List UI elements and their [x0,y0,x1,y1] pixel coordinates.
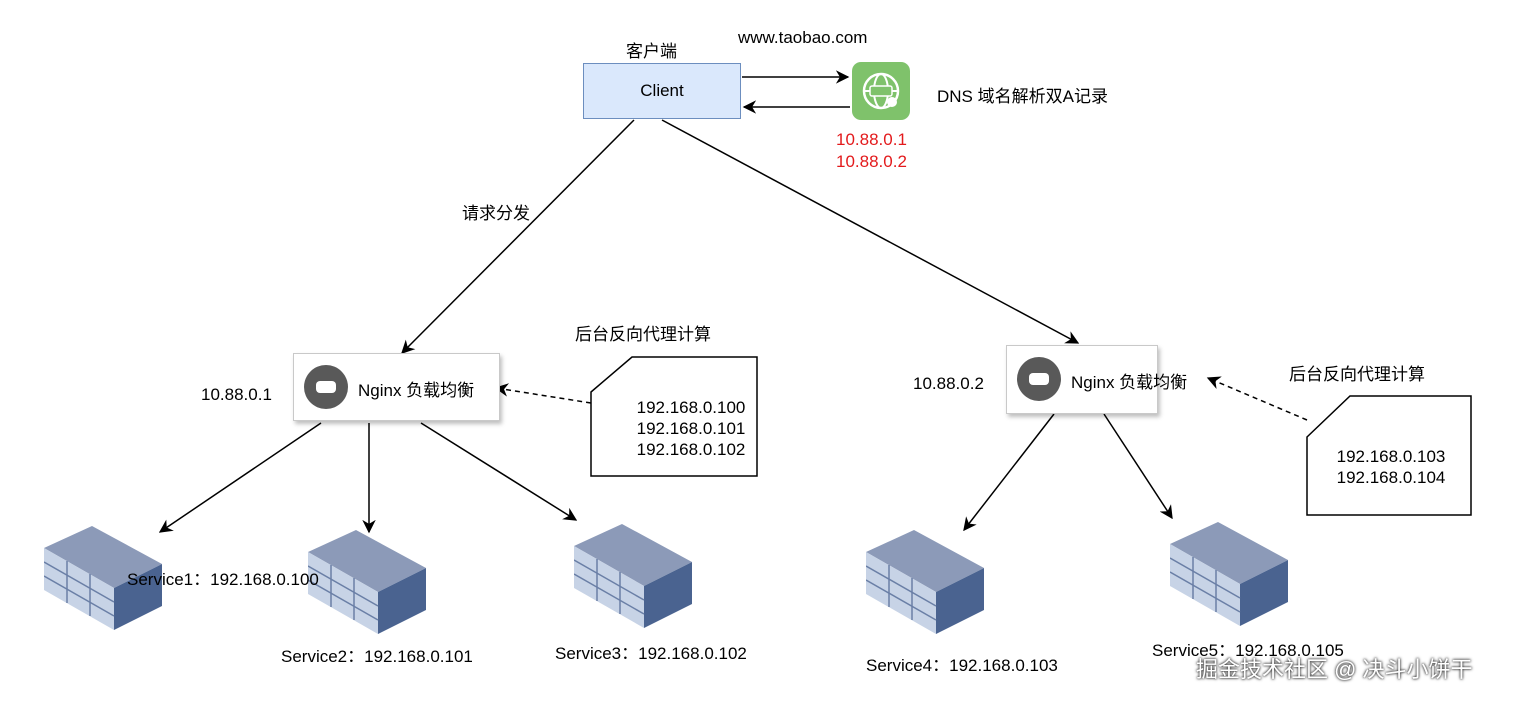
service1-label: Service1：192.168.0.100 [127,570,319,589]
note1-ip: 192.168.0.100 [636,398,746,417]
nginx2-to-service4-arrow [963,413,1055,532]
client-to-nginx2-arrow [661,119,1080,344]
note1-shape [590,356,758,477]
service5-label: Service5：192.168.0.105 [1152,641,1344,660]
client-to-nginx1-arrow [401,119,635,354]
nginx2-to-service5-arrow [1103,413,1173,520]
note1-ip: 192.168.0.101 [636,419,746,438]
note1-dashed-arrow [494,383,592,404]
note1-title: 后台反向代理计算 [575,325,711,344]
nginx1-to-service3-arrow [420,422,578,521]
nginx1-ip: 10.88.0.1 [201,385,272,404]
client-node-label: Client [640,81,684,100]
dns-ip-2: 10.88.0.2 [836,152,907,171]
service4-label: Service4：192.168.0.103 [866,656,1058,675]
client-node[interactable]: Client [583,63,741,119]
nginx2-label: Nginx 负载均衡 [1071,373,1188,392]
dns-globe-icon[interactable] [852,62,910,120]
note1: 192.168.0.100 192.168.0.101 192.168.0.10… [591,357,757,476]
nginx-more-icon [304,365,348,409]
nginx1-to-service1-arrow [158,422,322,533]
service2-label: Service2：192.168.0.101 [281,647,473,666]
dns-label: DNS 域名解析双A记录 [937,87,1108,106]
nginx-node-2[interactable]: Nginx 负载均衡 [1006,345,1187,414]
nginx-more-icon [1017,357,1061,401]
server-icon[interactable] [44,526,162,630]
note2-title: 后台反向代理计算 [1289,365,1425,384]
client-caption: 客户端 [626,42,677,61]
server-icon[interactable] [308,530,426,634]
nginx1-label: Nginx 负载均衡 [358,381,475,400]
dispatch-label: 请求分发 [462,204,530,223]
watermark: 掘金技术社区 @ 决斗小饼干 [1196,657,1473,682]
server-icon[interactable] [1170,522,1288,626]
note2-shape [1306,395,1472,516]
dns-globe-graphic [862,72,900,110]
server-icon[interactable] [866,530,984,634]
server-icon[interactable] [574,524,692,628]
domain-label: www.taobao.com [738,28,868,47]
note2: 192.168.0.103 192.168.0.104 [1307,396,1471,515]
note2-ip: 192.168.0.103 [1336,447,1446,466]
service3-label: Service3：192.168.0.102 [555,644,747,663]
nginx-node-1[interactable]: Nginx 负载均衡 [293,353,500,421]
note2-ip: 192.168.0.104 [1336,468,1446,487]
dns-ip-1: 10.88.0.1 [836,130,907,149]
nginx2-ip: 10.88.0.2 [913,374,984,393]
note1-ip: 192.168.0.102 [636,440,746,459]
